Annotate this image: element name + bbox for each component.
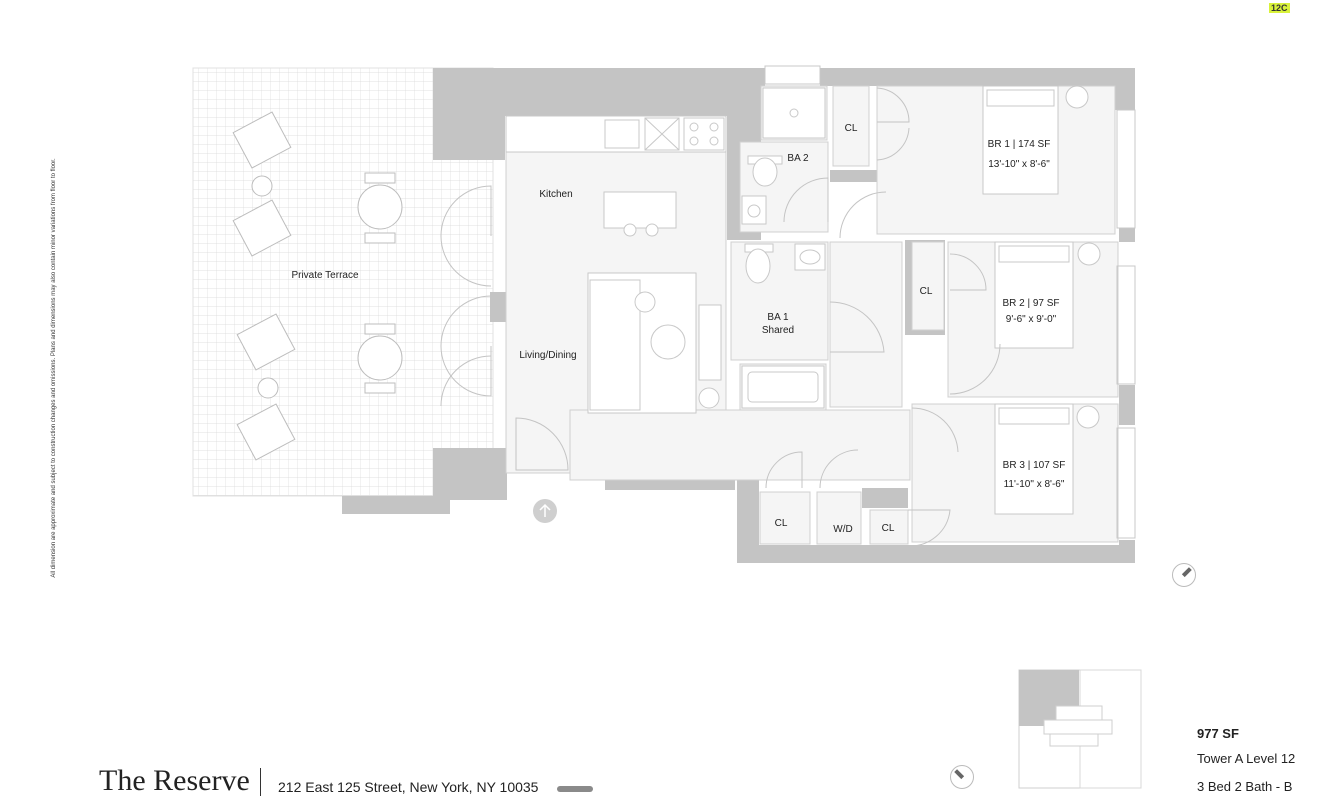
brand-logo: The Reserve	[99, 764, 250, 797]
unit-area: 977 SF	[1197, 726, 1239, 741]
room-label-terrace: Private Terrace	[291, 270, 359, 281]
room-label-ba2: BA 2	[787, 153, 809, 164]
room-label-laundry: W/D	[833, 524, 853, 535]
kitchen-fixtures	[505, 115, 727, 237]
room-label-living: Living/Dining	[519, 350, 577, 361]
disclaimer-text: All dimension are approximate and subjec…	[51, 158, 57, 578]
building-address: 212 East 125 Street, New York, NY 10035	[278, 779, 539, 795]
bathroom-fixtures	[741, 87, 826, 409]
unit-badge: 12C	[1269, 3, 1290, 13]
unit-type: 3 Bed 2 Bath - B	[1197, 779, 1293, 794]
brand-divider	[260, 768, 261, 796]
room-label-closet-br2: CL	[919, 286, 933, 297]
room-label-br2: BR 2 | 97 SF	[1002, 298, 1060, 309]
terrace-furniture	[232, 111, 403, 461]
door-swings	[440, 87, 1001, 547]
room-label-kitchen: Kitchen	[539, 189, 573, 200]
entry-marker	[533, 499, 557, 523]
room-label-br2-dims: 9'-6" x 9'-0"	[1005, 314, 1057, 325]
page-scroll-handle[interactable]	[557, 786, 593, 792]
room-label-br3-dims: 11'-10" x 8'-6"	[1003, 479, 1065, 490]
bedroom-furniture	[764, 65, 1136, 539]
living-fixtures	[587, 272, 722, 414]
room-label-br1-dims: 13'-10" x 8'-6"	[988, 159, 1050, 170]
key-plan	[1018, 669, 1142, 789]
unit-location: Tower A Level 12	[1197, 751, 1296, 766]
room-label-br1: BR 1 | 174 SF	[987, 139, 1051, 150]
room-label-ba1-note: Shared	[761, 325, 795, 336]
room-label-br3: BR 3 | 107 SF	[1002, 460, 1066, 471]
key-plan-north-icon	[950, 765, 974, 789]
room-label-closet-bottom-left: CL	[774, 518, 788, 529]
north-arrow-icon	[1172, 563, 1196, 587]
room-label-closet-top: CL	[844, 123, 858, 134]
room-label-ba1: BA 1	[767, 312, 789, 323]
room-label-closet-bottom-right: CL	[881, 523, 895, 534]
